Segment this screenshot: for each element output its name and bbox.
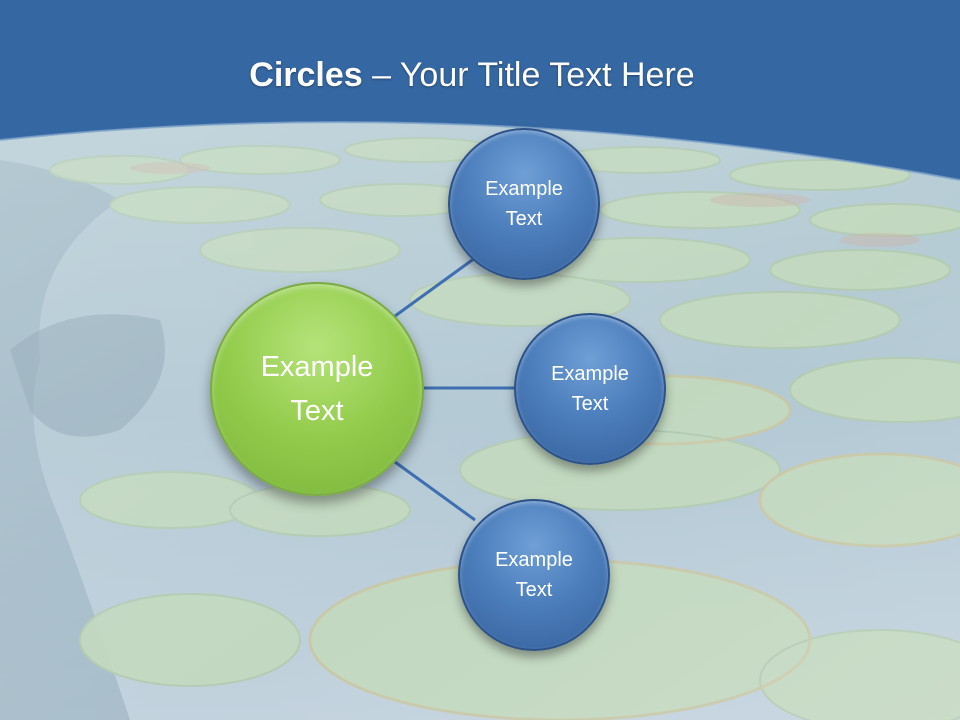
satellite-bottom-label-line2: Text — [515, 579, 553, 601]
satellite-top-label-line2: Text — [505, 208, 543, 230]
satellite-bottom-label-line1: Example — [495, 549, 573, 571]
satellite-middle-label-line1: Example — [551, 363, 629, 385]
center-circle-label-line2: Text — [290, 395, 344, 427]
satellite-middle-label-line2: Text — [571, 393, 609, 415]
connector-bottom — [394, 460, 476, 522]
connector-top — [394, 256, 476, 318]
title-bold: Circles — [249, 56, 363, 94]
satellite-circle-bottom: Example Text — [458, 499, 610, 651]
page-title: Circles – Your Title Text Here — [0, 52, 944, 98]
satellite-top-label-line1: Example — [485, 178, 563, 200]
center-circle: Example Text — [210, 282, 424, 496]
center-circle-label-line1: Example — [260, 351, 374, 383]
satellite-circle-middle: Example Text — [514, 313, 666, 465]
satellite-circle-top: Example Text — [448, 128, 600, 280]
title-rest: – Your Title Text Here — [362, 56, 695, 94]
